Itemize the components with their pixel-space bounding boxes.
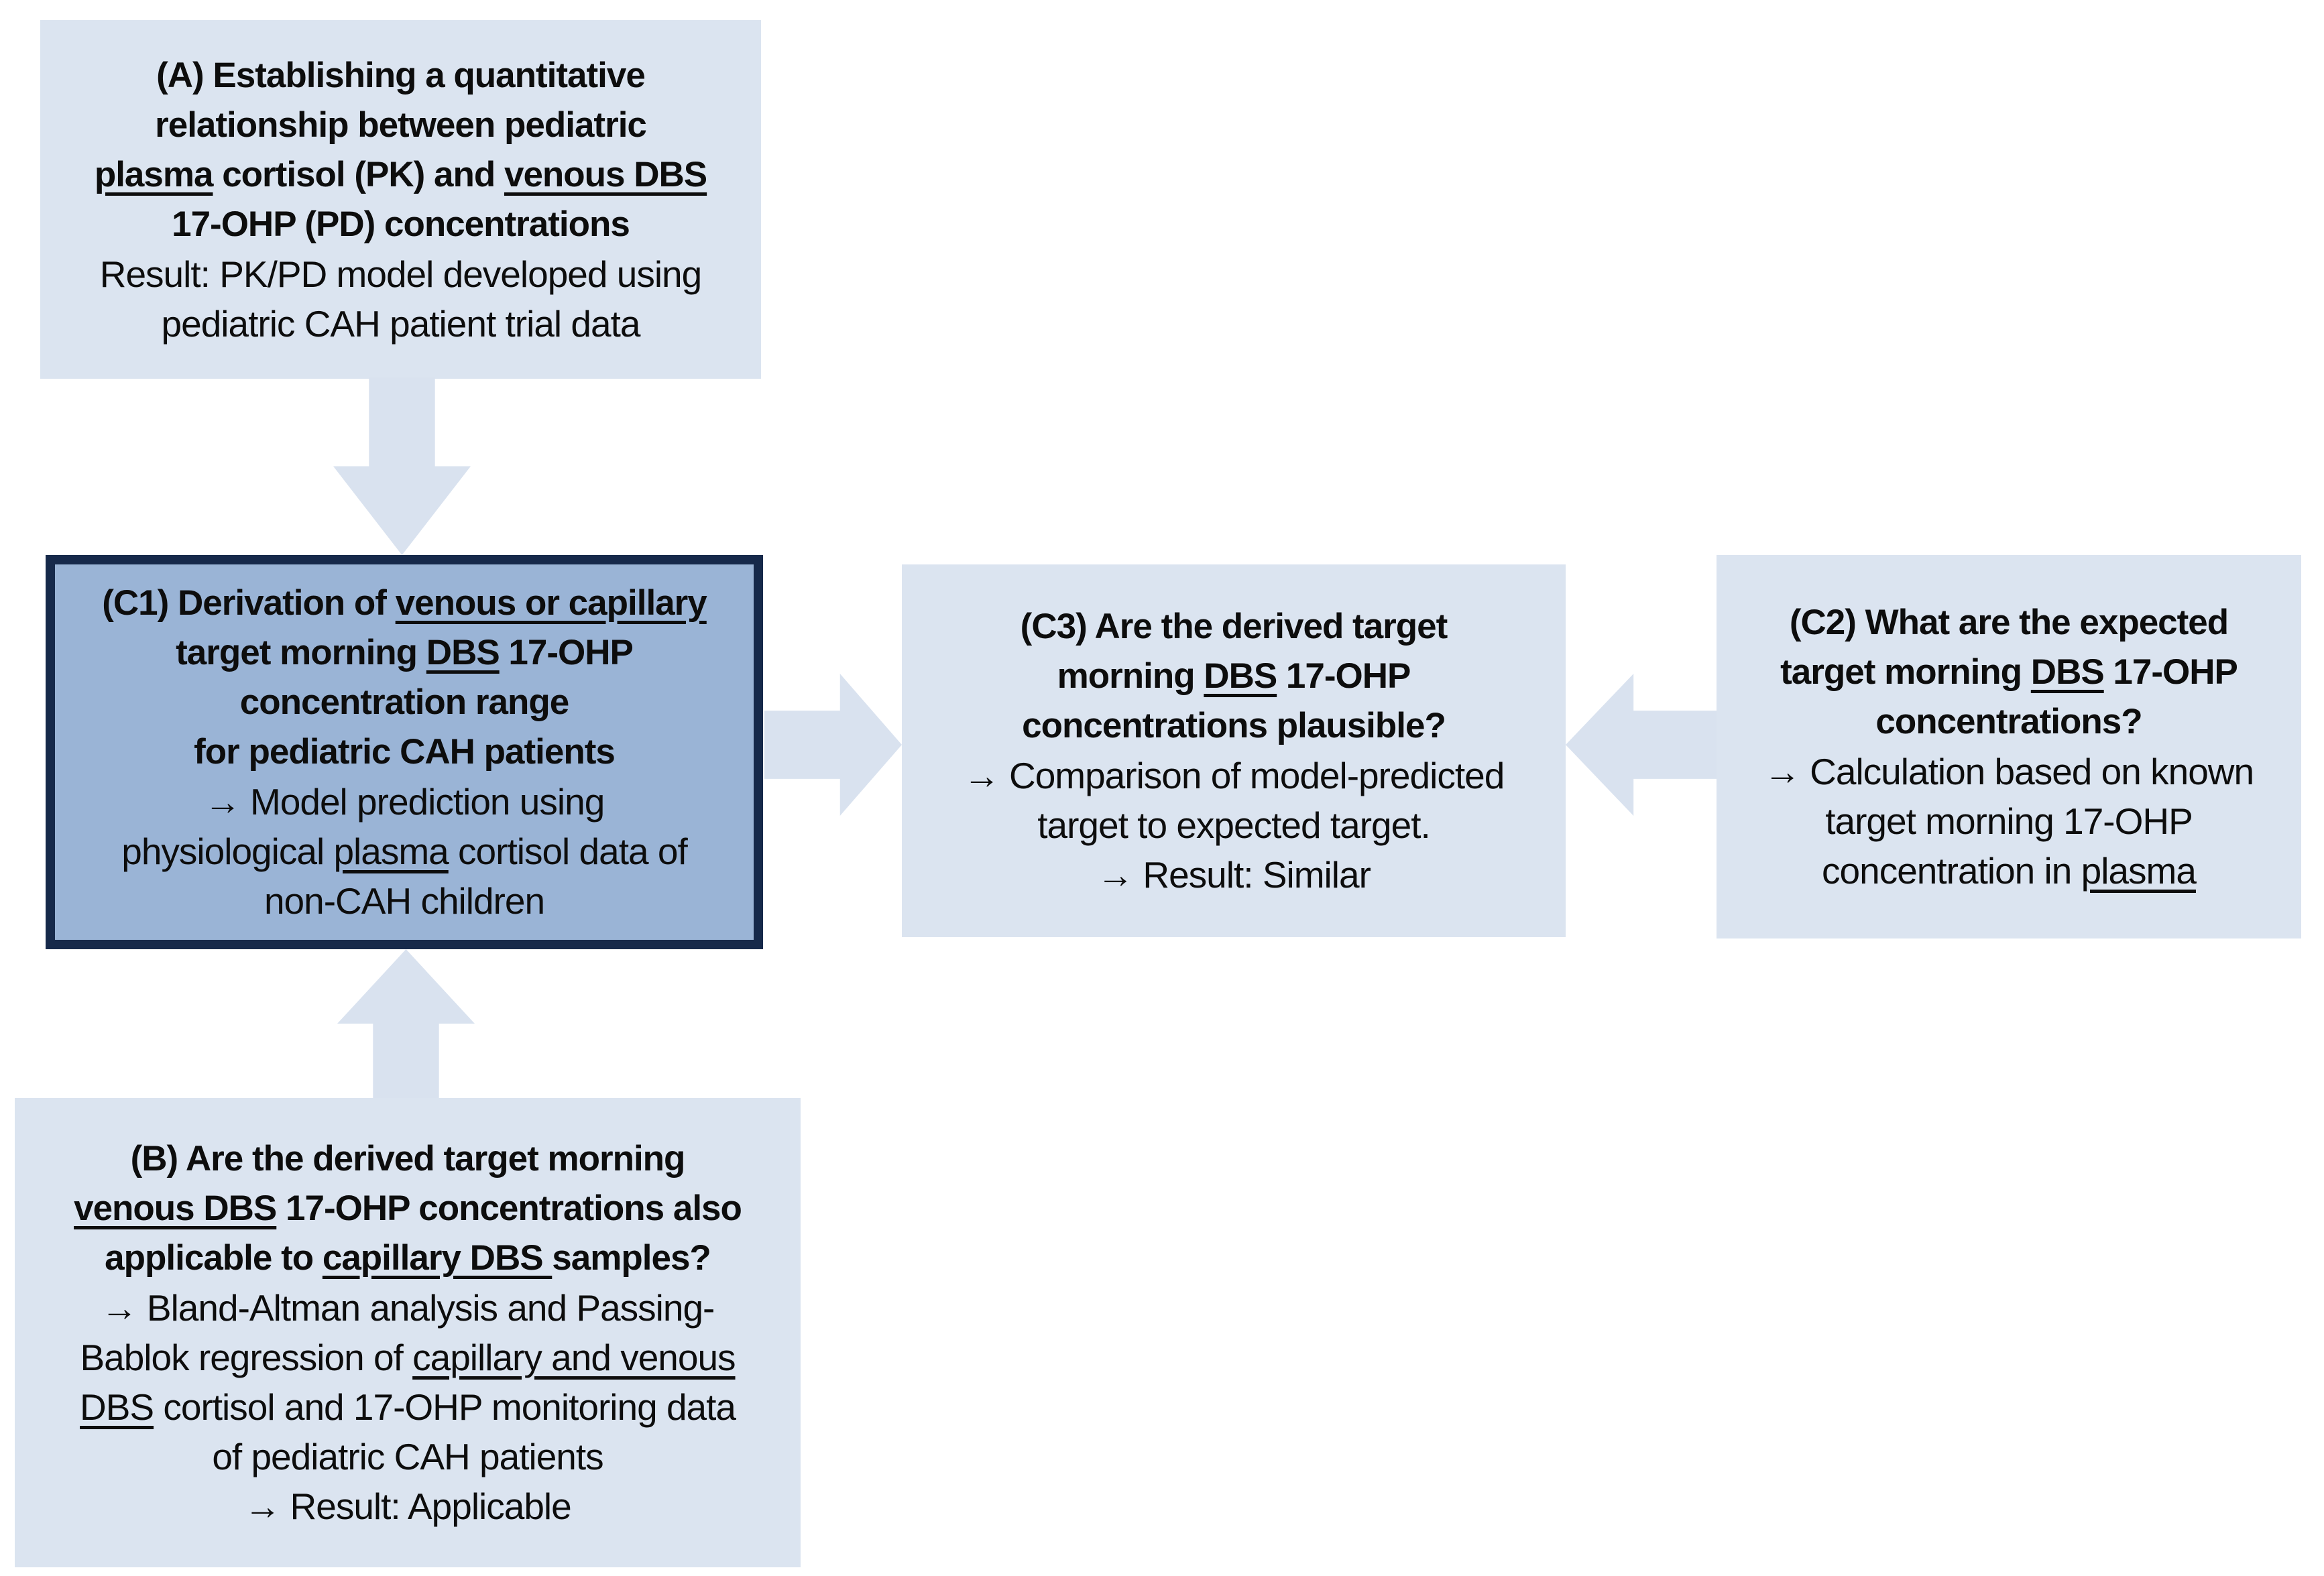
text-segment: target morning 17-OHP: [1825, 800, 2193, 842]
text-segment: pediatric CAH patient trial data: [161, 302, 641, 345]
text-line: target morning 17-OHP: [1825, 796, 2193, 846]
text-segment: → Model prediction using: [204, 781, 605, 823]
text-line: Result: PK/PD model developed using: [99, 249, 702, 299]
text-segment: non-CAH children: [264, 880, 545, 922]
text-line: Bablok regression of capillary and venou…: [80, 1333, 736, 1382]
text-line: venous DBS 17-OHP concentrations also: [74, 1184, 742, 1233]
text-segment: target morning: [1780, 652, 2031, 692]
text-line: target morning DBS 17-OHP: [1780, 648, 2238, 697]
text-segment: Result: PK/PD model developed using: [99, 253, 702, 295]
box-c2-expected-target: (C2) What are the expected target morning…: [1717, 555, 2301, 938]
text-line: (C3) Are the derived target: [1021, 602, 1448, 652]
text-segment: concentration in: [1822, 850, 2081, 892]
underlined-text-segment: capillary and venous: [412, 1337, 736, 1378]
text-segment: 17-OHP: [499, 633, 633, 672]
text-line: target to expected target.: [1037, 800, 1430, 850]
box-a-pkpd-model: (A) Establishing a quantitative relations…: [40, 20, 761, 379]
text-line: → Comparison of model-predicted: [964, 751, 1505, 800]
text-line: of pediatric CAH patients: [212, 1432, 603, 1481]
arrow-down-a-to-c1-icon: [333, 377, 471, 555]
text-segment: morning: [1057, 656, 1204, 696]
text-line: → Bland-Altman analysis and Passing-: [101, 1283, 715, 1333]
arrow-up-b-to-c1-icon: [337, 949, 475, 1098]
underlined-text-segment: venous DBS: [504, 154, 707, 194]
underlined-text-segment: plasma: [94, 154, 214, 194]
text-line: → Result: Similar: [1097, 850, 1371, 900]
underlined-text-segment: DBS: [426, 633, 500, 672]
text-line: concentration range: [240, 678, 569, 727]
text-line: for pediatric CAH patients: [194, 727, 616, 777]
underlined-text-segment: venous or capillary: [395, 583, 707, 623]
text-segment: 17-OHP: [1277, 656, 1411, 696]
underlined-text-segment: DBS: [2030, 652, 2105, 692]
text-segment: physiological: [121, 831, 334, 872]
text-segment: → Comparison of model-predicted: [963, 755, 1505, 796]
text-line: non-CAH children: [264, 876, 545, 926]
text-segment: 17-OHP: [2103, 652, 2238, 692]
text-line: morning DBS 17-OHP: [1057, 652, 1411, 701]
text-segment: (C1) Derivation of: [102, 583, 396, 623]
text-segment: (C3) Are the derived target: [1020, 607, 1448, 646]
text-line: 17-OHP (PD) concentrations: [172, 200, 630, 249]
text-line: concentrations?: [1875, 697, 2142, 747]
text-line: (C2) What are the expected: [1789, 598, 2229, 648]
text-segment: relationship between pediatric: [155, 105, 647, 145]
underlined-text-segment: DBS: [80, 1386, 154, 1428]
underlined-text-segment: capillary DBS: [322, 1238, 553, 1278]
text-line: → Model prediction using: [205, 777, 605, 827]
text-line: (B) Are the derived target morning: [130, 1134, 686, 1184]
text-segment: → Calculation based on known: [1763, 751, 2254, 792]
arrow-left-c2-to-c3-icon: [1566, 674, 1717, 816]
underlined-text-segment: DBS: [1204, 656, 1277, 696]
underlined-text-segment: plasma: [333, 831, 449, 872]
text-line: relationship between pediatric: [155, 101, 647, 150]
text-segment: → Result: Applicable: [244, 1486, 571, 1527]
box-c3-plausibility: (C3) Are the derived target morning DBS 1…: [902, 564, 1566, 937]
text-line: (A) Establishing a quantitative: [156, 51, 646, 101]
text-segment: concentration range: [239, 682, 569, 722]
text-line: physiological plasma cortisol data of: [121, 827, 687, 876]
text-line: concentrations plausible?: [1022, 701, 1446, 751]
underlined-text-segment: venous DBS: [74, 1189, 277, 1228]
text-segment: → Result: Similar: [1097, 854, 1371, 896]
text-segment: for pediatric CAH patients: [194, 732, 616, 772]
text-segment: concentrations plausible?: [1022, 706, 1446, 745]
text-line: concentration in plasma: [1822, 846, 2197, 896]
text-line: applicable to capillary DBS samples?: [105, 1233, 711, 1283]
text-segment: applicable to: [105, 1238, 323, 1278]
text-segment: (C2) What are the expected: [1789, 603, 2229, 642]
text-segment: 17-OHP concentrations also: [276, 1189, 742, 1228]
text-segment: cortisol (PK) and: [213, 154, 504, 194]
arrow-right-c1-to-c3-icon: [764, 674, 902, 816]
text-segment: of pediatric CAH patients: [212, 1436, 603, 1477]
underlined-text-segment: plasma: [2081, 850, 2197, 892]
text-line: → Result: Applicable: [244, 1481, 571, 1531]
text-line: → Calculation based on known: [1764, 747, 2254, 796]
text-line: DBS cortisol and 17-OHP monitoring data: [80, 1382, 736, 1432]
text-segment: 17-OHP (PD) concentrations: [172, 204, 630, 244]
text-segment: concentrations?: [1875, 702, 2142, 741]
box-b-capillary-applicability: (B) Are the derived target morning venous…: [15, 1098, 801, 1567]
text-line: target morning DBS 17-OHP: [176, 628, 634, 678]
text-segment: target to expected target.: [1037, 804, 1430, 846]
text-segment: cortisol and 17-OHP monitoring data: [154, 1386, 736, 1428]
text-segment: cortisol data of: [448, 831, 688, 872]
text-segment: (A) Establishing a quantitative: [156, 55, 646, 95]
text-segment: → Bland-Altman analysis and Passing-: [101, 1287, 715, 1329]
text-segment: Bablok regression of: [80, 1337, 413, 1378]
text-line: (C1) Derivation of venous or capillary: [102, 579, 707, 628]
text-line: pediatric CAH patient trial data: [161, 299, 641, 349]
text-segment: target morning: [176, 633, 426, 672]
text-segment: (B) Are the derived target morning: [130, 1139, 686, 1178]
text-segment: samples?: [552, 1238, 711, 1278]
text-line: plasma cortisol (PK) and venous DBS: [95, 150, 707, 200]
